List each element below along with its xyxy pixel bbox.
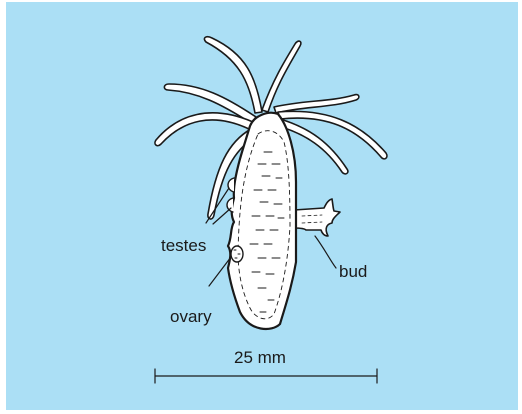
hydra-figure: testes ovary bud 25 mm xyxy=(6,2,518,410)
bud xyxy=(294,199,340,236)
tentacle xyxy=(262,41,301,112)
testis xyxy=(228,178,234,192)
tentacle xyxy=(274,95,359,113)
scale-label: 25 mm xyxy=(234,349,286,366)
ovary-organ xyxy=(231,246,243,262)
testis xyxy=(227,198,233,212)
testes-label: testes xyxy=(161,237,206,254)
scale-bar xyxy=(155,369,377,383)
bud-leader xyxy=(315,236,336,268)
bud-label: bud xyxy=(339,263,367,280)
ovary-label: ovary xyxy=(170,308,212,325)
